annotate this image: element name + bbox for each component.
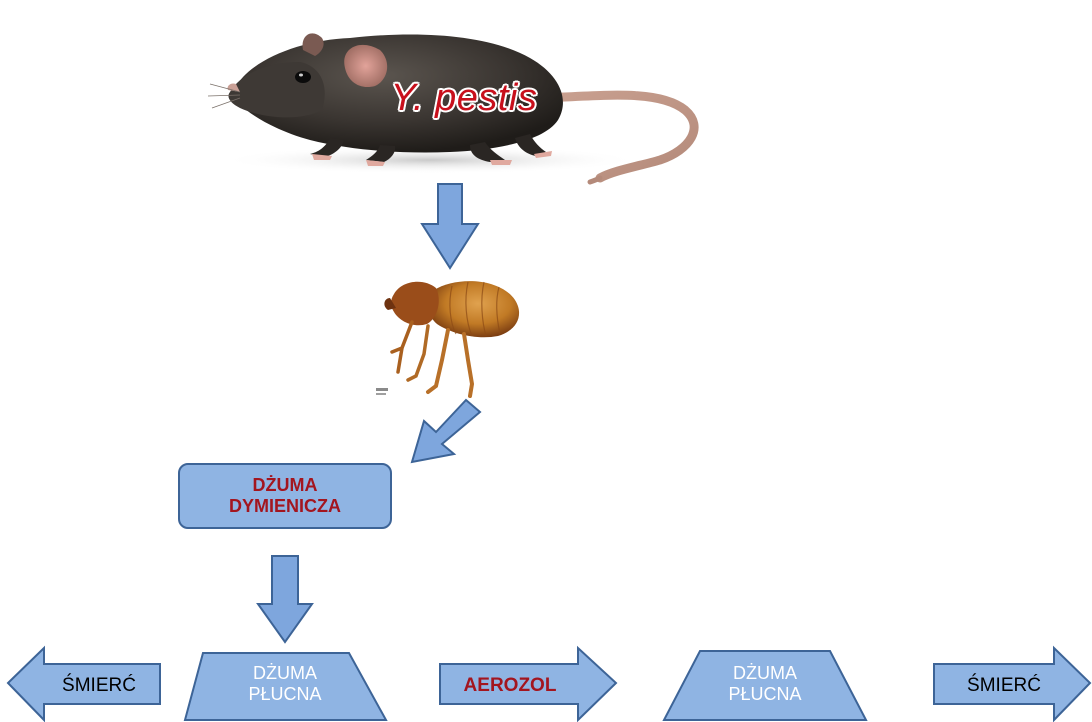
pneumonic-right-line2: PŁUCNA (728, 684, 801, 705)
death-right-label: ŚMIERĆ (942, 666, 1066, 706)
death-left-label: ŚMIERĆ (44, 666, 154, 706)
arrow-down-bubonic-to-pneumonic (256, 554, 314, 644)
bubonic-line2: DYMIENICZA (229, 496, 341, 517)
arrow-diagonal-flea-to-bubonic (408, 398, 482, 466)
pneumonic-left-line1: DŻUMA (253, 663, 317, 684)
aerosol-text: AEROZOL (464, 675, 557, 697)
pneumonic-plague-right-label: DŻUMA PŁUCNA (672, 652, 858, 716)
pneumonic-left-line2: PŁUCNA (248, 684, 321, 705)
pneumonic-right-line1: DŻUMA (733, 663, 797, 684)
arrow-down-rat-to-flea (420, 182, 480, 270)
death-right-text: ŚMIERĆ (967, 675, 1041, 697)
bubonic-plague-label: DŻUMA DYMIENICZA (178, 463, 392, 529)
pneumonic-plague-left-label: DŻUMA PŁUCNA (190, 652, 380, 716)
aerosol-label: AEROZOL (440, 666, 580, 706)
rat-label: Y. pestis (384, 74, 544, 122)
y-pestis-text: Y. pestis (391, 77, 538, 120)
death-left-text: ŚMIERĆ (62, 675, 136, 697)
bubonic-line1: DŻUMA (253, 475, 318, 496)
flea-image (372, 268, 528, 402)
